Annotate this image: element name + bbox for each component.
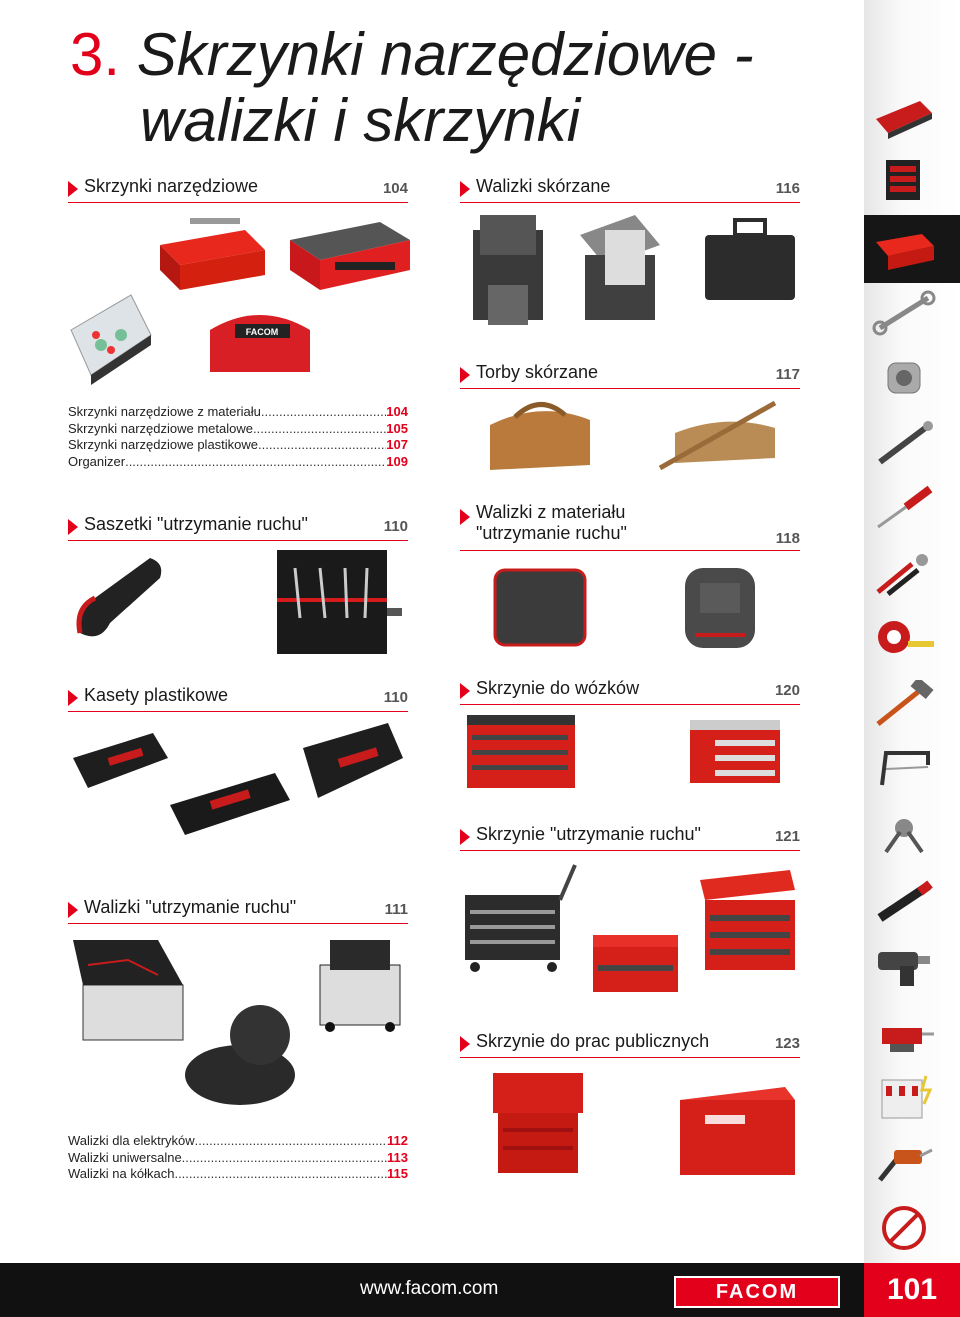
chapter-number: 3.	[70, 21, 121, 88]
arrow-icon	[68, 902, 78, 918]
organizer-image	[70, 294, 152, 385]
leather-briefcase-image	[705, 218, 795, 300]
section-walizki-z-materialu[interactable]: Walizki z materiału"utrzymanie ruchu"118	[460, 502, 800, 551]
tool-cabinet-icon[interactable]	[872, 158, 936, 204]
universal-case-image	[185, 1005, 295, 1105]
toolbox-icon[interactable]	[872, 228, 936, 274]
tape-measure-icon[interactable]	[872, 615, 936, 661]
socket-icon[interactable]	[872, 355, 936, 401]
toc-row[interactable]: Organizer109	[68, 454, 408, 471]
arrow-icon	[68, 181, 78, 197]
toc-row[interactable]: Walizki na kółkach115	[68, 1166, 408, 1183]
plastic-toolbox-image	[290, 222, 410, 290]
toc-cases: Walizki dla elektryków112 Walizki uniwer…	[68, 1133, 408, 1183]
arrow-icon	[460, 367, 470, 383]
title-line-2: walizki i skrzynki	[140, 87, 581, 154]
screwdriver-icon[interactable]	[872, 485, 936, 531]
vise-icon[interactable]	[872, 1008, 936, 1054]
trolley-chest-1-image	[467, 715, 575, 788]
leather-bag-image	[490, 402, 590, 470]
toc-row[interactable]: Skrzynki narzędziowe plastikowe107	[68, 437, 408, 454]
svg-text:FACOM: FACOM	[246, 327, 279, 337]
torque-tool-icon[interactable]	[872, 1140, 936, 1186]
section-walizki-utrzymanie-ruchu[interactable]: Walizki "utrzymanie ruchu"111	[68, 897, 408, 924]
circuit-breaker-icon[interactable]	[872, 1074, 936, 1120]
electrician-case-image	[73, 940, 184, 1041]
impact-wrench-icon[interactable]	[872, 942, 936, 988]
tool-roll-open-image	[277, 550, 402, 654]
arrow-icon	[460, 1036, 470, 1052]
leather-bag-strap-image	[658, 400, 777, 471]
tool-trolley-image	[465, 864, 577, 972]
textile-toolbox-image: FACOM	[210, 315, 310, 372]
arrow-icon	[68, 690, 78, 706]
toc-row[interactable]: Skrzynki narzędziowe z materiału104	[68, 404, 408, 421]
arrow-icon	[460, 509, 470, 525]
toc-row[interactable]: Walizki dla elektryków112	[68, 1133, 408, 1150]
public-works-chest-closed-image	[680, 1087, 795, 1175]
arrow-icon	[460, 181, 470, 197]
section-skrzynie-utrzymanie-ruchu[interactable]: Skrzynie "utrzymanie ruchu"121	[460, 824, 800, 851]
ratchet-icon[interactable]	[872, 420, 936, 466]
hammer-icon[interactable]	[872, 680, 936, 726]
section-saszetki[interactable]: Saszetki "utrzymanie ruchu"110	[68, 514, 408, 541]
hacksaw-icon[interactable]	[872, 745, 936, 791]
large-chest-image	[700, 870, 795, 970]
textile-backpack-image	[685, 568, 755, 648]
tool-tray-icon[interactable]	[872, 95, 936, 141]
toc-row[interactable]: Walizki uniwersalne113	[68, 1150, 408, 1167]
page-number: 101	[864, 1263, 960, 1317]
tool-roll-image	[76, 558, 162, 637]
title-line-1: Skrzynki narzędziowe -	[136, 21, 754, 88]
public-works-chest-open-image	[493, 1073, 583, 1173]
plastic-case-2-image	[170, 773, 290, 835]
toc-toolboxes: Skrzynki narzędziowe z materiału104 Skrz…	[68, 404, 408, 470]
wrench-icon[interactable]	[872, 290, 936, 336]
arrow-icon	[68, 519, 78, 535]
safety-sign-icon[interactable]	[872, 1205, 936, 1251]
plastic-case-3-image	[303, 723, 403, 798]
leather-case-folders-image	[580, 215, 660, 320]
footer-url-link[interactable]: www.facom.com	[360, 1278, 499, 1299]
flashlight-icon[interactable]	[872, 878, 936, 924]
textile-case-image	[493, 568, 587, 647]
trolley-chest-2-image	[690, 720, 780, 783]
toc-row[interactable]: Skrzynki narzędziowe metalowe105	[68, 421, 408, 438]
pliers-icon[interactable]	[872, 550, 936, 596]
page-title: 3. Skrzynki narzędziowe - walizki i skrz…	[70, 22, 754, 154]
facom-logo: FACOM	[674, 1276, 840, 1308]
metal-toolbox-image	[160, 218, 265, 290]
plastic-case-1-image	[73, 733, 168, 788]
arrow-icon	[460, 829, 470, 845]
arrow-icon	[460, 683, 470, 699]
puller-icon[interactable]	[872, 812, 936, 858]
small-chest-image	[593, 935, 678, 992]
leather-case-open-image	[473, 215, 543, 325]
rolling-case-image	[319, 940, 401, 1032]
